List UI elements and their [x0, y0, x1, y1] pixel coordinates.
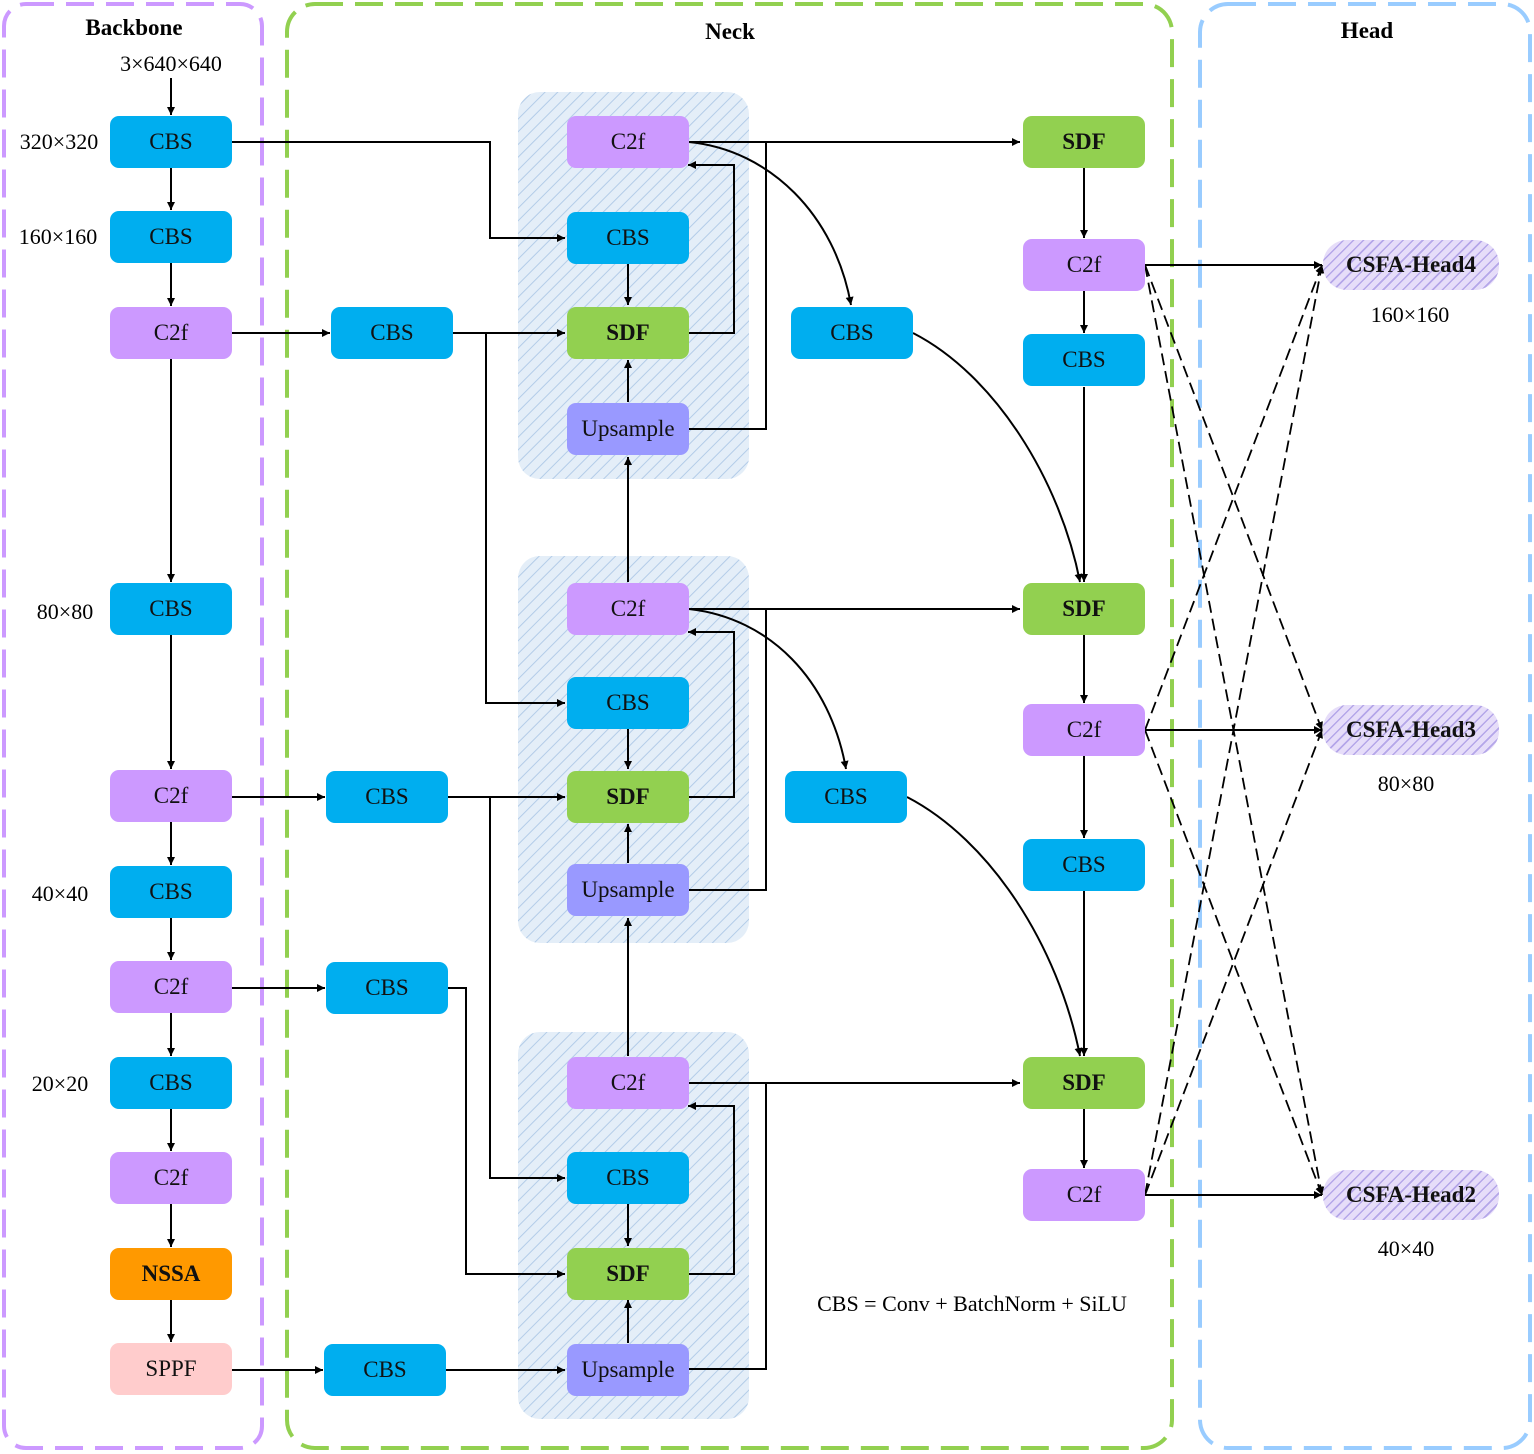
backbone-c2f-2: C2f — [110, 770, 232, 822]
backbone-border — [2, 2, 264, 1450]
edge-latcbs2-g3cbs — [489, 797, 565, 1182]
neck-g3-c2f: C2f — [567, 1057, 689, 1109]
neck-g2-upsample: Upsample — [567, 864, 689, 916]
right-cbs-1: CBS — [1023, 334, 1145, 386]
size-label-80: 80×80 — [36, 599, 94, 624]
neck-title: Neck — [705, 19, 755, 44]
neck-g2-cbs: CBS — [567, 677, 689, 729]
head3-size-label: 80×80 — [1377, 771, 1435, 796]
backbone-cbs-2: CBS — [110, 211, 232, 263]
head-border — [1198, 2, 1532, 1450]
size-label-20: 20×20 — [31, 1071, 89, 1096]
backbone-cbs-3: CBS — [110, 583, 232, 635]
right-sdf-1: SDF — [1023, 116, 1145, 168]
neck-border — [285, 2, 1174, 1450]
neck-group-3 — [518, 1032, 749, 1419]
edge-g1-c2f-midcbs1 — [688, 141, 854, 306]
neck-g2-c2f: C2f — [567, 583, 689, 635]
neck-g1-upsample: Upsample — [567, 403, 689, 455]
head2-size-label: 40×40 — [1377, 1236, 1435, 1261]
cbs-legend: CBS = Conv + BatchNorm + SiLU — [817, 1291, 1127, 1316]
input-size-label: 3×640×640 — [120, 51, 222, 76]
lateral-cbs-2: CBS — [326, 771, 448, 823]
csfa-head2: CSFA-Head2 — [1323, 1170, 1499, 1220]
edge-g1-ups-out — [689, 142, 767, 430]
edge-g1-sdf-c2f — [688, 161, 735, 334]
right-c2f-3: C2f — [1023, 1169, 1145, 1221]
edge-cbs1-g1cbs — [232, 141, 565, 242]
edge-latcbs3-g3sdf — [448, 987, 565, 1278]
lateral-cbs-3: CBS — [326, 962, 448, 1014]
csfa-head3: CSFA-Head3 — [1323, 705, 1499, 755]
head4-size-label: 160×160 — [1370, 302, 1450, 327]
edge-g3-sdf-c2f — [688, 1102, 735, 1275]
edge-g3-ups-out — [689, 1083, 767, 1370]
size-label-40: 40×40 — [31, 881, 89, 906]
backbone-cbs-1: CBS — [110, 116, 232, 168]
edge-midcbs1-rsdf2 — [912, 332, 1083, 583]
neck-g2-sdf: SDF — [567, 771, 689, 823]
right-sdf-3: SDF — [1023, 1057, 1145, 1109]
edge-g2-sdf-c2f — [688, 628, 735, 798]
csfa-head4: CSFA-Head4 — [1323, 240, 1499, 290]
neck-g3-cbs: CBS — [567, 1152, 689, 1204]
neck-g1-cbs: CBS — [567, 212, 689, 264]
neck-g1-c2f: C2f — [567, 116, 689, 168]
right-c2f-2: C2f — [1023, 704, 1145, 756]
right-sdf-2: SDF — [1023, 583, 1145, 635]
edge-latcbs1-g2cbs — [485, 333, 565, 707]
lateral-cbs-4: CBS — [324, 1344, 446, 1396]
neck-g1-sdf: SDF — [567, 307, 689, 359]
dashed-rc2f3-head3 — [1144, 729, 1323, 1196]
size-label-160: 160×160 — [18, 224, 98, 249]
backbone-title: Backbone — [85, 15, 183, 40]
edge-g2-c2f-midcbs2 — [688, 608, 849, 770]
mid-cbs-1: CBS — [791, 307, 913, 359]
dashed-rc2f3-head4 — [1144, 264, 1325, 1196]
backbone-c2f-1: C2f — [110, 307, 232, 359]
right-cbs-2: CBS — [1023, 839, 1145, 891]
dashed-rc2f2-head4 — [1144, 264, 1323, 731]
right-c2f-1: C2f — [1023, 239, 1145, 291]
dashed-rc2f2-head2 — [1144, 729, 1323, 1196]
edge-g2-ups-out — [689, 609, 767, 891]
backbone-nssa: NSSA — [110, 1248, 232, 1300]
edge-midcbs2-rsdf3 — [906, 796, 1083, 1057]
size-label-320: 320×320 — [19, 129, 99, 154]
lateral-cbs-1: CBS — [331, 307, 453, 359]
neck-g3-upsample: Upsample — [567, 1344, 689, 1396]
backbone-c2f-3: C2f — [110, 961, 232, 1013]
neck-group-2 — [518, 556, 749, 943]
backbone-cbs-4: CBS — [110, 866, 232, 918]
backbone-c2f-4: C2f — [110, 1152, 232, 1204]
neck-g3-sdf: SDF — [567, 1248, 689, 1300]
head-title: Head — [1340, 18, 1394, 43]
mid-cbs-2: CBS — [785, 771, 907, 823]
backbone-cbs-5: CBS — [110, 1057, 232, 1109]
neck-group-1 — [518, 92, 749, 479]
dashed-rc2f1-head3 — [1144, 264, 1323, 731]
backbone-sppf: SPPF — [110, 1343, 232, 1395]
